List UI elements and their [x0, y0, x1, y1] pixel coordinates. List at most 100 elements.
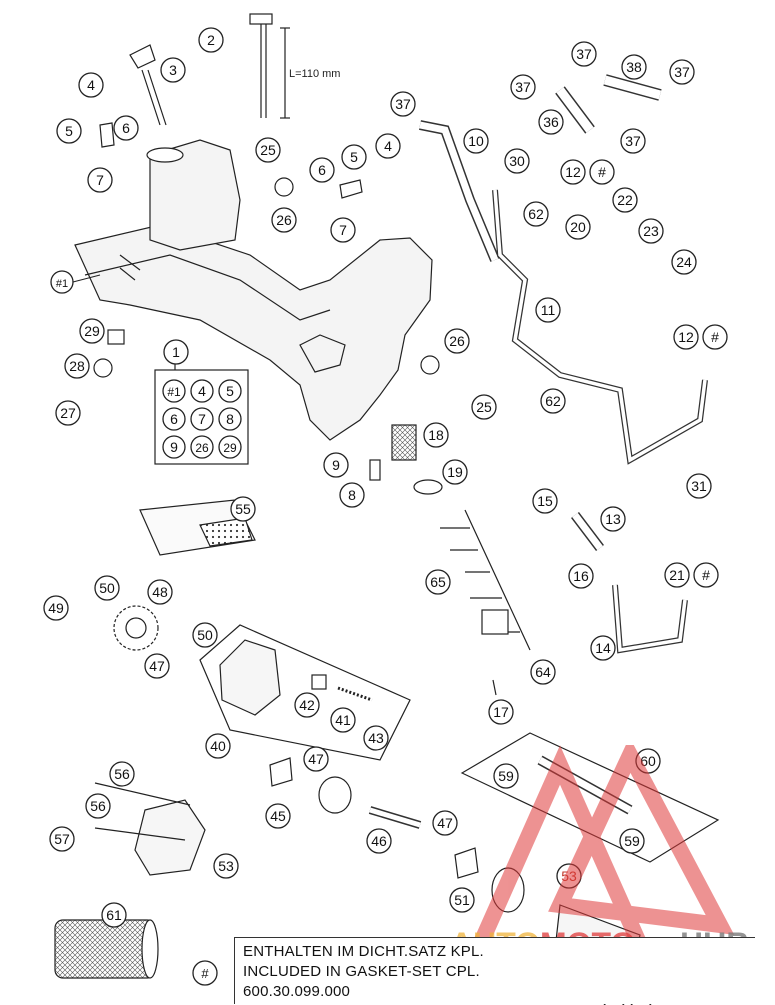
callout-number: 37	[576, 46, 592, 62]
kit-item-label: 9	[170, 439, 178, 455]
callout-c10: 10	[463, 128, 489, 154]
callout-c13: 13	[600, 506, 626, 532]
callout-c11: 11	[535, 297, 561, 323]
callout-hash3: #	[693, 562, 719, 588]
callout-number: 48	[152, 584, 168, 600]
callout-c61: 61	[101, 902, 127, 928]
callout-c29: 29	[79, 318, 105, 344]
kit-item: 5	[218, 379, 242, 403]
kit-item-label: 5	[226, 383, 234, 399]
callout-number: 62	[528, 206, 544, 222]
callout-number: 64	[535, 664, 551, 680]
callout-number: #	[711, 329, 719, 345]
callout-number: 16	[573, 568, 589, 584]
kit-item: 9	[162, 435, 186, 459]
callout-number: 15	[537, 493, 553, 509]
callout-number: 26	[276, 212, 292, 228]
callout-number: 30	[509, 153, 525, 169]
callout-number: 55	[235, 501, 251, 517]
callout-c18: 18	[423, 422, 449, 448]
callout-number: 53	[218, 858, 234, 874]
callout-number: 5	[65, 123, 73, 139]
callout-number: 42	[299, 697, 315, 713]
callout-number: 59	[498, 768, 514, 784]
callout-c16: 16	[568, 563, 594, 589]
kit-item-label: 7	[198, 411, 206, 427]
callout-number: #	[702, 567, 710, 583]
callout-c47a: 47	[144, 653, 170, 679]
callout-number: 56	[114, 766, 130, 782]
callout-number: 19	[447, 464, 463, 480]
callout-number: 37	[625, 133, 641, 149]
callout-number: 37	[674, 64, 690, 80]
callout-c28: 28	[64, 353, 90, 379]
callout-c62b: 62	[540, 388, 566, 414]
callout-c64: 64	[530, 659, 556, 685]
callout-number: 18	[428, 427, 444, 443]
callout-number: 7	[96, 172, 104, 188]
callout-c20: 20	[565, 214, 591, 240]
callout-c12a: 12	[560, 159, 586, 185]
callout-number: 47	[437, 815, 453, 831]
callout-c7a: 7	[87, 167, 113, 193]
callout-c15: 15	[532, 488, 558, 514]
callout-number: 23	[643, 223, 659, 239]
callout-number: 7	[339, 222, 347, 238]
callout-number: 6	[318, 162, 326, 178]
callout-c19: 19	[442, 459, 468, 485]
note-hash-callout: #	[192, 960, 218, 986]
callout-c37c: 37	[669, 59, 695, 85]
kit-item-label: #1	[167, 385, 181, 399]
callout-number: 47	[149, 658, 165, 674]
callout-hash2: #	[702, 324, 728, 350]
callout-c26a: 26	[271, 207, 297, 233]
callout-number: 27	[60, 405, 76, 421]
callout-c43: 43	[363, 725, 389, 751]
svg-text:#1: #1	[56, 278, 68, 290]
callout-c27: 27	[55, 400, 81, 426]
callout-c26b: 26	[444, 328, 470, 354]
callout-number: 37	[515, 79, 531, 95]
kit-item-label: 4	[198, 383, 206, 399]
callout-c22: 22	[612, 187, 638, 213]
callout-c51: 51	[449, 887, 475, 913]
callout-number: 50	[99, 580, 115, 596]
callout-number: 41	[335, 712, 351, 728]
callout-c56a: 56	[109, 761, 135, 787]
callout-c24: 24	[671, 249, 697, 275]
callout-c60: 60	[635, 748, 661, 774]
note-line-3: 600.30.099.000	[243, 983, 351, 1000]
callout-c38: 38	[621, 54, 647, 80]
callout-number: 1	[172, 344, 180, 360]
callout-number: 13	[605, 511, 621, 527]
callout-c14: 14	[590, 635, 616, 661]
callout-c50a: 50	[94, 575, 120, 601]
callout-c49: 49	[43, 595, 69, 621]
callout-number: 11	[541, 302, 556, 318]
callout-number: 45	[270, 808, 286, 824]
callout-c65: 65	[425, 569, 451, 595]
callout-number: 43	[368, 730, 384, 746]
callout-number: 12	[678, 329, 694, 345]
callout-c7b: 7	[330, 217, 356, 243]
callout-number: 60	[640, 753, 656, 769]
callout-c36: 36	[538, 109, 564, 135]
callout-c42: 42	[294, 692, 320, 718]
callout-number: 6	[122, 120, 130, 136]
callout-c8: 8	[339, 482, 365, 508]
callout-number: 37	[395, 96, 411, 112]
callout-number: 21	[669, 567, 685, 583]
callout-c56b: 56	[85, 793, 111, 819]
callout-number: 24	[676, 254, 692, 270]
dipstick-length-label: L=110 mm	[289, 68, 340, 80]
callout-c50b: 50	[192, 622, 218, 648]
kit-item: 4	[190, 379, 214, 403]
callout-number: 9	[332, 457, 340, 473]
kit-item-label: 6	[170, 411, 178, 427]
svg-text:#: #	[201, 966, 209, 981]
callout-c37e: 37	[620, 128, 646, 154]
callout-number: 25	[260, 142, 276, 158]
callout-number: 57	[54, 831, 70, 847]
callout-c37b: 37	[571, 41, 597, 67]
